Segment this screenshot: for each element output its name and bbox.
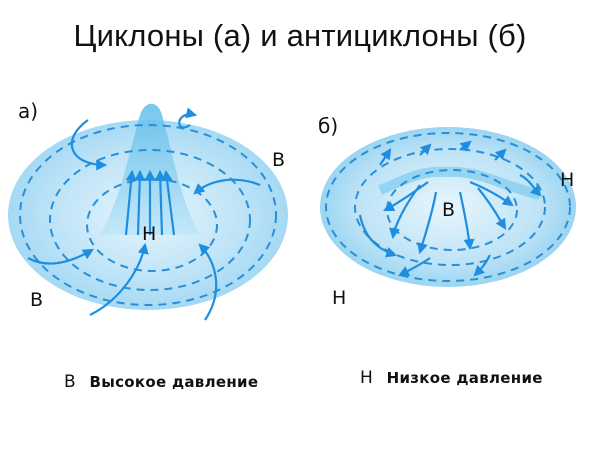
legend-text-high: Высокое давление: [89, 373, 259, 391]
panel-a-label: а): [18, 99, 38, 123]
anticyclone-base-shape: [320, 127, 576, 287]
anticyclone-outer-low-label-left: Н: [332, 287, 346, 309]
cyclone-funnel: [100, 103, 200, 235]
anticyclone-outer-low-label-right: Н: [560, 169, 574, 191]
cyclone-isobars: [19, 124, 277, 306]
panel-b-label: б): [318, 114, 338, 138]
panel-b-anticyclone: б) В Н Н: [318, 114, 576, 309]
legend-symbol-high: В: [64, 372, 76, 392]
anticyclone-isobars: [325, 132, 571, 282]
anticyclone-wind-arrows: [358, 140, 542, 277]
page-title: Циклоны (а) и антициклоны (б): [73, 18, 527, 53]
anticyclone-center-high-label: В: [442, 199, 455, 221]
legend-text-low: Низкое давление: [386, 369, 543, 387]
cyclone-outer-high-label-right: В: [272, 149, 285, 171]
legend-low-pressure: Н Низкое давление: [360, 368, 543, 388]
legend-high-pressure: В Высокое давление: [64, 372, 258, 392]
anticyclone-dome: [378, 166, 542, 200]
cyclone-center-low-label: Н: [142, 223, 156, 245]
cyclone-outer-high-label-left: В: [30, 289, 43, 311]
panel-a-cyclone: а) Н В В: [8, 99, 288, 321]
cyclone-wind-arrows: [27, 107, 261, 321]
legend-symbol-low: Н: [360, 368, 374, 388]
